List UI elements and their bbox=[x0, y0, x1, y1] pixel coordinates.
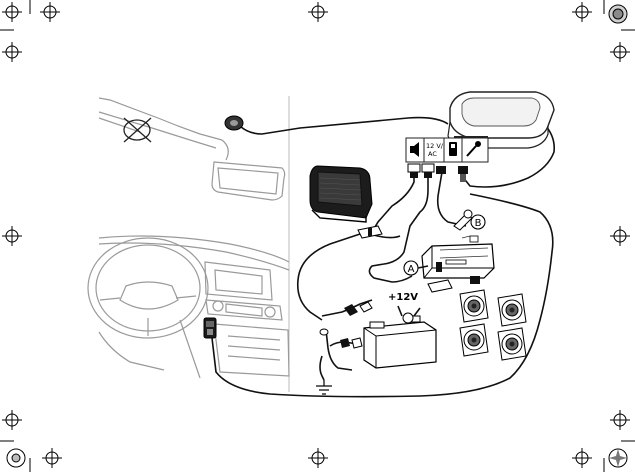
car-speakers bbox=[460, 290, 526, 360]
reg-mark-bottom-3 bbox=[308, 448, 328, 468]
reg-mark-bottom-right-star bbox=[609, 449, 627, 467]
reg-mark-right-upper bbox=[610, 42, 630, 62]
battery-voltage-label: +12V bbox=[388, 292, 418, 303]
reg-mark-top-left bbox=[2, 2, 22, 22]
car-battery bbox=[364, 306, 436, 368]
screwdriver-tool bbox=[454, 210, 472, 230]
callout-b: B bbox=[471, 215, 485, 229]
phone-icon bbox=[449, 142, 457, 156]
callout-b-label: B bbox=[475, 218, 482, 229]
reg-mark-left-mid bbox=[2, 226, 22, 246]
car-speaker-1 bbox=[460, 290, 488, 322]
ground-icon bbox=[316, 380, 332, 394]
port-connectors bbox=[408, 164, 468, 182]
reg-mark-right-mid bbox=[610, 226, 630, 246]
reg-mark-bottom-2 bbox=[42, 448, 62, 468]
socket-type-label: AC bbox=[428, 150, 437, 158]
socket-voltage-label: 12 V/ bbox=[426, 142, 444, 150]
external-speaker bbox=[310, 166, 372, 222]
reg-mark-left-lower bbox=[2, 410, 22, 430]
port-label-strip: 12 V/ AC bbox=[406, 138, 488, 162]
remote-unit bbox=[204, 318, 216, 338]
reg-mark-right-lower bbox=[610, 410, 630, 430]
radio-connector-block bbox=[428, 280, 452, 292]
car-speaker-2 bbox=[498, 294, 526, 326]
antenna-connector bbox=[225, 116, 243, 130]
reg-mark-top-2 bbox=[40, 2, 60, 22]
callout-a-label: A bbox=[408, 264, 415, 275]
car-speaker-3 bbox=[460, 324, 488, 356]
no-mount-icon bbox=[124, 118, 151, 142]
reg-mark-top-right bbox=[609, 5, 627, 23]
car-radio bbox=[422, 236, 494, 284]
reg-mark-top-4 bbox=[572, 2, 592, 22]
car-speaker-4 bbox=[498, 328, 526, 360]
reg-mark-left-upper bbox=[2, 42, 22, 62]
car-interior bbox=[88, 98, 289, 378]
reg-mark-top-3 bbox=[308, 2, 328, 22]
reg-mark-bottom-4 bbox=[572, 448, 592, 468]
steering-wheel bbox=[88, 238, 208, 338]
reg-mark-bottom-left-circle bbox=[7, 449, 25, 467]
